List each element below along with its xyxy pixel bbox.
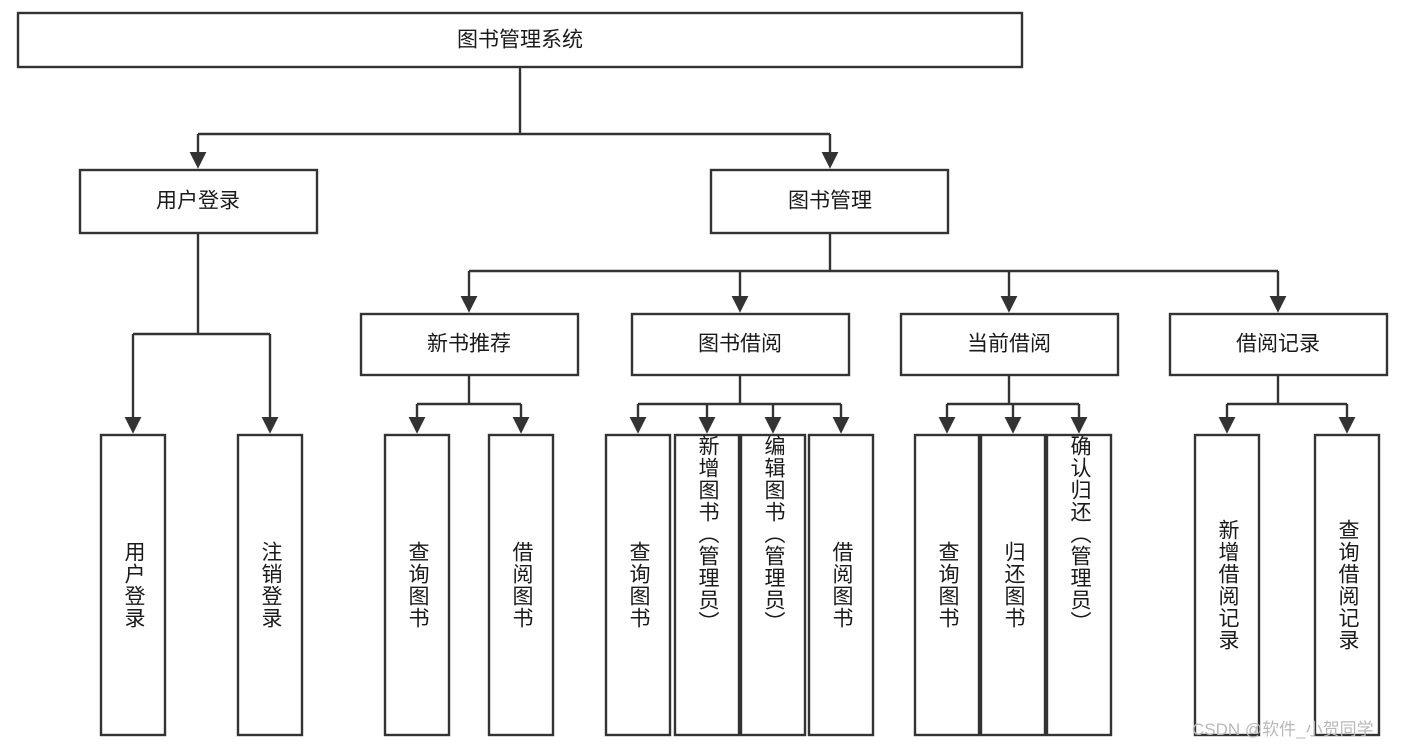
node-root-label: 图书管理系统 — [457, 29, 583, 52]
node-book-manage-label: 图书管理 — [788, 190, 872, 213]
node-book-manage[interactable]: 图书管理 — [709, 168, 950, 235]
node-book-borrow-box[interactable] — [630, 312, 851, 377]
node-current-borrow[interactable]: 当前借阅 — [899, 312, 1120, 377]
node-current-borrow-label: 当前借阅 — [967, 333, 1051, 356]
node-new-book-recommend[interactable]: 新书推荐 — [359, 312, 580, 377]
node-current-borrow-box[interactable] — [899, 312, 1120, 377]
leaf-box-new-book-0[interactable] — [383, 433, 451, 737]
node-new-book-recommend-box[interactable] — [359, 312, 580, 377]
edge-group-user-login — [124, 233, 279, 434]
leaf-box-user-login-1[interactable] — [236, 433, 304, 737]
edge-group-book-borrow — [629, 375, 850, 434]
node-book-manage-box[interactable] — [709, 168, 950, 235]
edge-group-root — [189, 67, 839, 169]
node-user-login-label: 用户登录 — [156, 190, 240, 213]
leaf-box-borrow-record-0[interactable] — [1193, 433, 1261, 737]
node-new-book-recommend-label: 新书推荐 — [427, 333, 511, 356]
leaf-box-new-book-1[interactable] — [487, 433, 555, 737]
edge-group-new-book-recommend — [408, 375, 530, 434]
leaf-box-book-borrow-1[interactable] — [673, 433, 741, 737]
leaf-box-user-login-0[interactable] — [99, 433, 167, 737]
node-book-borrow-label: 图书借阅 — [698, 333, 782, 356]
node-user-login-box[interactable] — [78, 168, 319, 235]
leaf-box-current-borrow-0[interactable] — [913, 433, 981, 737]
leaf-box-book-borrow-3[interactable] — [807, 433, 875, 737]
node-borrow-record[interactable]: 借阅记录 — [1168, 312, 1389, 377]
node-book-borrow[interactable]: 图书借阅 — [630, 312, 851, 377]
node-root-box[interactable] — [16, 11, 1024, 69]
edge-group-book-manage — [460, 233, 1287, 313]
edge-group-borrow-record — [1218, 375, 1356, 434]
leaf-box-current-borrow-2[interactable] — [1045, 433, 1113, 737]
node-root[interactable]: 图书管理系统 — [16, 11, 1024, 69]
node-borrow-record-box[interactable] — [1168, 312, 1389, 377]
node-borrow-record-label: 借阅记录 — [1236, 333, 1320, 356]
watermark-text: CSDN @软件_小贺同学 — [1192, 720, 1374, 739]
node-user-login[interactable]: 用户登录 — [78, 168, 319, 235]
leaf-box-borrow-record-1[interactable] — [1313, 433, 1381, 737]
leaf-box-current-borrow-1[interactable] — [979, 433, 1047, 737]
leaf-box-book-borrow-0[interactable] — [604, 433, 672, 737]
edge-group-current-borrow — [938, 375, 1088, 434]
leaf-box-book-borrow-2[interactable] — [739, 433, 807, 737]
